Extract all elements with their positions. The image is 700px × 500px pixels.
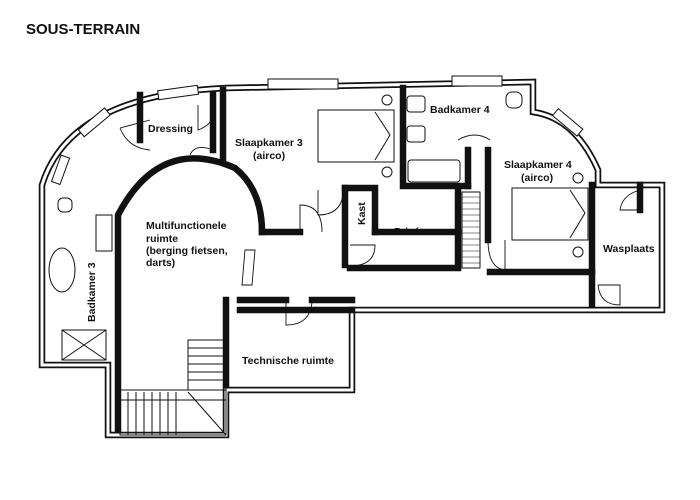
staircase — [119, 339, 227, 436]
sink — [406, 125, 426, 143]
doors — [119, 105, 641, 326]
toilet — [57, 197, 73, 213]
radiator — [461, 191, 481, 269]
window — [50, 154, 71, 186]
bed-slaapkamer-3 — [317, 94, 395, 178]
room-label-slaapkamer-3-airco: (airco) — [253, 150, 285, 162]
floor-title: SOUS-TERRAIN — [26, 21, 140, 38]
room-label-dressing: Dressing — [148, 123, 193, 135]
room-label-slaapkamer-3: Slaapkamer 3 — [235, 137, 303, 149]
sink — [406, 95, 426, 113]
window — [77, 107, 111, 138]
room-label-technische-ruimte: Technische ruimte — [242, 355, 334, 367]
window — [451, 75, 503, 87]
room-label-slaapkamer-4-airco: (airco) — [521, 172, 553, 184]
bathtub — [407, 159, 461, 183]
windows — [50, 75, 584, 186]
room-label-kast: Kast — [356, 202, 368, 225]
fixtures — [48, 91, 589, 436]
room-label-berging: (berging fietsen, — [146, 245, 228, 257]
window — [551, 107, 584, 137]
room-label-badkamer-4: Badkamer 4 — [430, 104, 490, 116]
window — [157, 84, 200, 101]
room-labels: Dressing Slaapkamer 3 (airco) Badkamer 4… — [86, 104, 655, 367]
room-label-wasplaats: Wasplaats — [603, 243, 655, 255]
bathtub — [48, 247, 76, 293]
window — [267, 78, 339, 90]
room-label-darts: darts) — [146, 257, 175, 269]
sink — [95, 214, 113, 252]
interior-walls — [114, 84, 644, 434]
room-label-slaapkamer-4: Slaapkamer 4 — [504, 159, 572, 171]
bed-slaapkamer-4 — [511, 172, 589, 258]
room-label-ruimte: ruimte — [146, 233, 178, 245]
room-label-prive: Privé — [394, 226, 420, 238]
toilet — [505, 91, 523, 109]
room-label-badkamer-3: Badkamer 3 — [86, 262, 98, 322]
room-label-multifunctionele: Multifunctionele — [146, 220, 227, 232]
